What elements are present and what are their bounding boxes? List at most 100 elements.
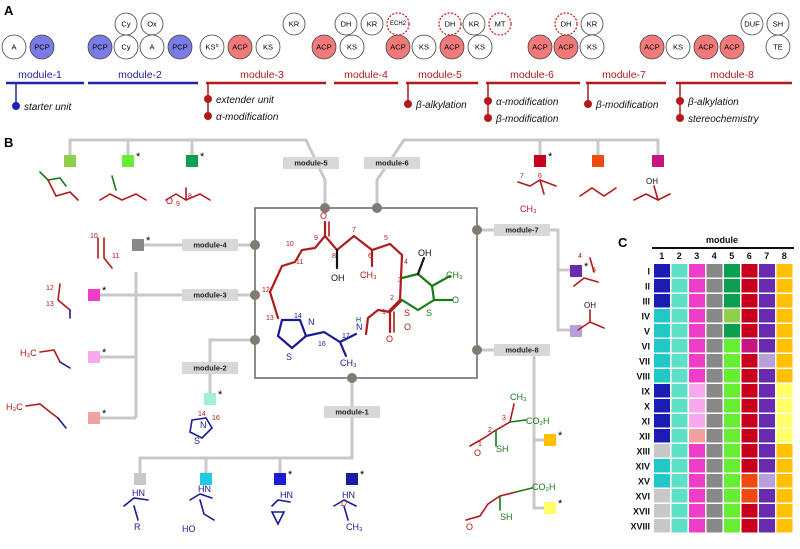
table-cell: [654, 459, 670, 473]
table-cell: [776, 369, 793, 383]
domain-label: SH: [773, 20, 783, 29]
star-icon: *: [288, 469, 293, 481]
table-row-label: XII: [639, 432, 650, 442]
table-row-label: XV: [638, 477, 650, 487]
table-cell: [689, 519, 705, 533]
atom-o-top: O: [320, 211, 327, 221]
annotation-beta-alkylation-5: β-alkylation: [415, 100, 467, 111]
table-cell: [671, 399, 688, 413]
annotations: starter unit extender unit α-modificatio…: [12, 83, 760, 125]
table-row-label: XIII: [636, 447, 650, 457]
domain-node: ACP: [719, 34, 745, 60]
atom-s2: S: [426, 308, 432, 318]
square-mod6-b: [592, 155, 604, 167]
table-header: module: [706, 235, 738, 245]
table-cell: [689, 264, 705, 278]
annotation-extender-unit: extender unit: [216, 95, 275, 106]
domain-label: ACP: [316, 43, 331, 52]
table-row-label: X: [644, 402, 650, 412]
locant: 9: [314, 235, 318, 242]
table-cell: [654, 369, 670, 383]
table-cell: [741, 459, 758, 473]
box-label-module-1: module-1: [335, 408, 368, 417]
panel-label-b: B: [4, 135, 13, 150]
domain-node-upper: Ox: [140, 12, 164, 36]
module-labels: module-1 module-2 module-3 module-4 modu…: [18, 69, 754, 81]
table-cell: [706, 519, 723, 533]
atom-ch3-bottom: CH₃: [340, 358, 357, 368]
label-sh: SH: [500, 512, 513, 522]
locant: 9: [176, 201, 180, 208]
domain-label: ACP: [724, 43, 739, 52]
table-grid: IIIIIIIVVVIVIIVIIIIXXXIXIIXIIIXIVXVXVIXV…: [630, 264, 793, 533]
star-icon: *: [584, 261, 589, 273]
domain-label: KS: [587, 43, 597, 52]
table-cell: [671, 384, 688, 398]
table-cell: [706, 384, 723, 398]
label-ho: HO: [182, 524, 196, 534]
table-cell: [654, 519, 670, 533]
domain-node: PCP: [29, 34, 55, 60]
label-sh: SH: [496, 444, 509, 454]
table-cell: [671, 474, 688, 488]
label-ch3: CH₃: [510, 392, 527, 402]
table-cell: [706, 264, 723, 278]
domain-label: KS: [347, 43, 357, 52]
table-row-label: XVII: [633, 507, 650, 517]
locant: 17: [340, 501, 348, 508]
table-cell: [759, 474, 775, 488]
atom-o-sulfoxide: O: [404, 322, 411, 332]
domain-node: ACP: [527, 34, 553, 60]
module-boxes: module-5 module-6 module-4 module-3 modu…: [182, 157, 550, 418]
label-oh: OH: [584, 301, 596, 310]
table-cell: [706, 354, 723, 368]
atom-s1: S: [404, 308, 410, 318]
table-cell: [724, 519, 740, 533]
box-label-module-4: module-4: [193, 241, 227, 250]
table-cell: [759, 354, 775, 368]
locant: 16: [212, 415, 220, 422]
label-co2h: CO₂H: [526, 416, 550, 426]
square-mod8-a: [544, 434, 556, 446]
domain-node: A: [139, 34, 165, 60]
star-icon: *: [548, 151, 553, 163]
table-cell: [671, 429, 688, 443]
star-icon: *: [146, 235, 151, 247]
table-cell: [689, 279, 705, 293]
table-cell: [654, 474, 670, 488]
domain-node-upper: KR: [360, 12, 384, 36]
domain-label: ACP: [644, 43, 659, 52]
table-cell: [724, 294, 740, 308]
domain-label: ECH2: [390, 21, 407, 27]
table-cell: [689, 459, 705, 473]
box-label-module-7: module-7: [505, 226, 538, 235]
table-cell: [654, 309, 670, 323]
square-mod6-a: [534, 155, 546, 167]
domain-label: DUF: [744, 20, 760, 29]
table-cell: [706, 414, 723, 428]
label-o: O: [466, 522, 473, 532]
table-cell: [724, 384, 740, 398]
domain-label: Ox: [147, 20, 157, 29]
table-cell: [706, 279, 723, 293]
locant: 7: [352, 227, 356, 234]
domain-node: ACP: [693, 34, 719, 60]
domain-label: ACP: [698, 43, 713, 52]
table-cell: [724, 414, 740, 428]
table-cell: [759, 309, 775, 323]
table-cell: [706, 399, 723, 413]
locant: 4: [404, 259, 408, 266]
domain-node-upper: DH: [334, 12, 358, 36]
domain-node: ACP: [385, 34, 411, 60]
bullet-icon: [676, 114, 684, 122]
domain-label: ACP: [558, 43, 573, 52]
atom-h-amide: H: [356, 317, 361, 324]
table-cell: [759, 489, 775, 503]
table-cell: [724, 459, 740, 473]
table-cell: [654, 384, 670, 398]
domain-node: PCP: [167, 34, 193, 60]
table-row-label: I: [647, 267, 650, 277]
table-cell: [776, 354, 793, 368]
domain-node-upper: ECH2: [386, 12, 410, 36]
